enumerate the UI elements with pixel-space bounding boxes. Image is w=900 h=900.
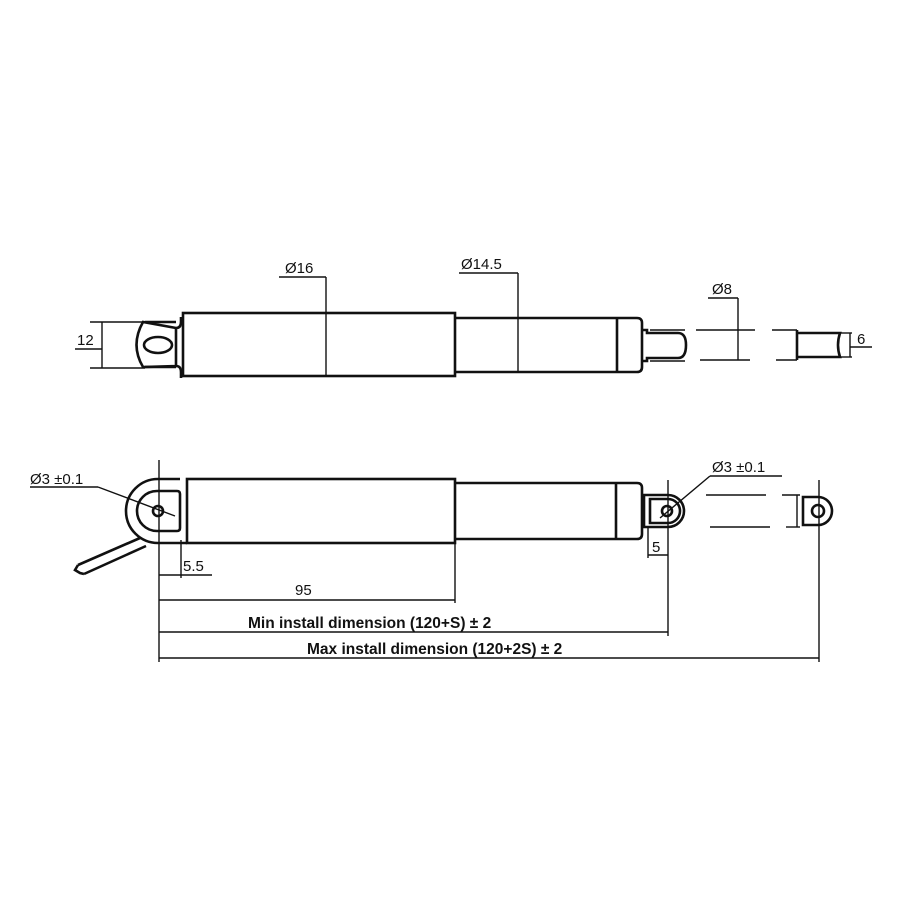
dim-rod-tip: 6 [857, 331, 865, 348]
dim-max-install: Max install dimension (120+2S) ± 2 [307, 641, 562, 658]
outer-tube-bottom [455, 481, 644, 541]
dim-tube-diameter: Ø14.5 [461, 256, 502, 273]
dim-rod-diameter: Ø8 [712, 281, 732, 298]
dim-front-hole: Ø3 ±0.1 [712, 459, 765, 476]
dim-eye-height: 12 [77, 332, 94, 349]
bottom-view: Ø3 ±0.1 Ø3 ±0.1 5.5 5 95 Min install dim… [30, 459, 834, 662]
dim-body-length: 95 [295, 582, 312, 599]
front-hole-icon [660, 504, 674, 518]
front-clevis [642, 493, 686, 529]
dim-front-offset: 5 [652, 539, 660, 556]
top-view: 12 Ø16 Ø14.5 Ø8 6 [75, 256, 872, 378]
dim-rear-offset: 5.5 [183, 558, 204, 575]
outer-tube-top [455, 316, 644, 374]
rod-end-extended [801, 495, 834, 527]
dim-rear-hole: Ø3 ±0.1 [30, 471, 83, 488]
dim-body-diameter: Ø16 [285, 260, 313, 277]
cable [73, 536, 147, 576]
motor-body-top [181, 311, 457, 378]
rod-tip-top [795, 330, 842, 360]
rod-top [642, 328, 688, 363]
motor-body-bottom [185, 477, 457, 545]
rear-eye-top [135, 317, 183, 378]
dim-min-install: Min install dimension (120+S) ± 2 [248, 615, 491, 632]
rear-eye-slot-icon [142, 335, 174, 355]
